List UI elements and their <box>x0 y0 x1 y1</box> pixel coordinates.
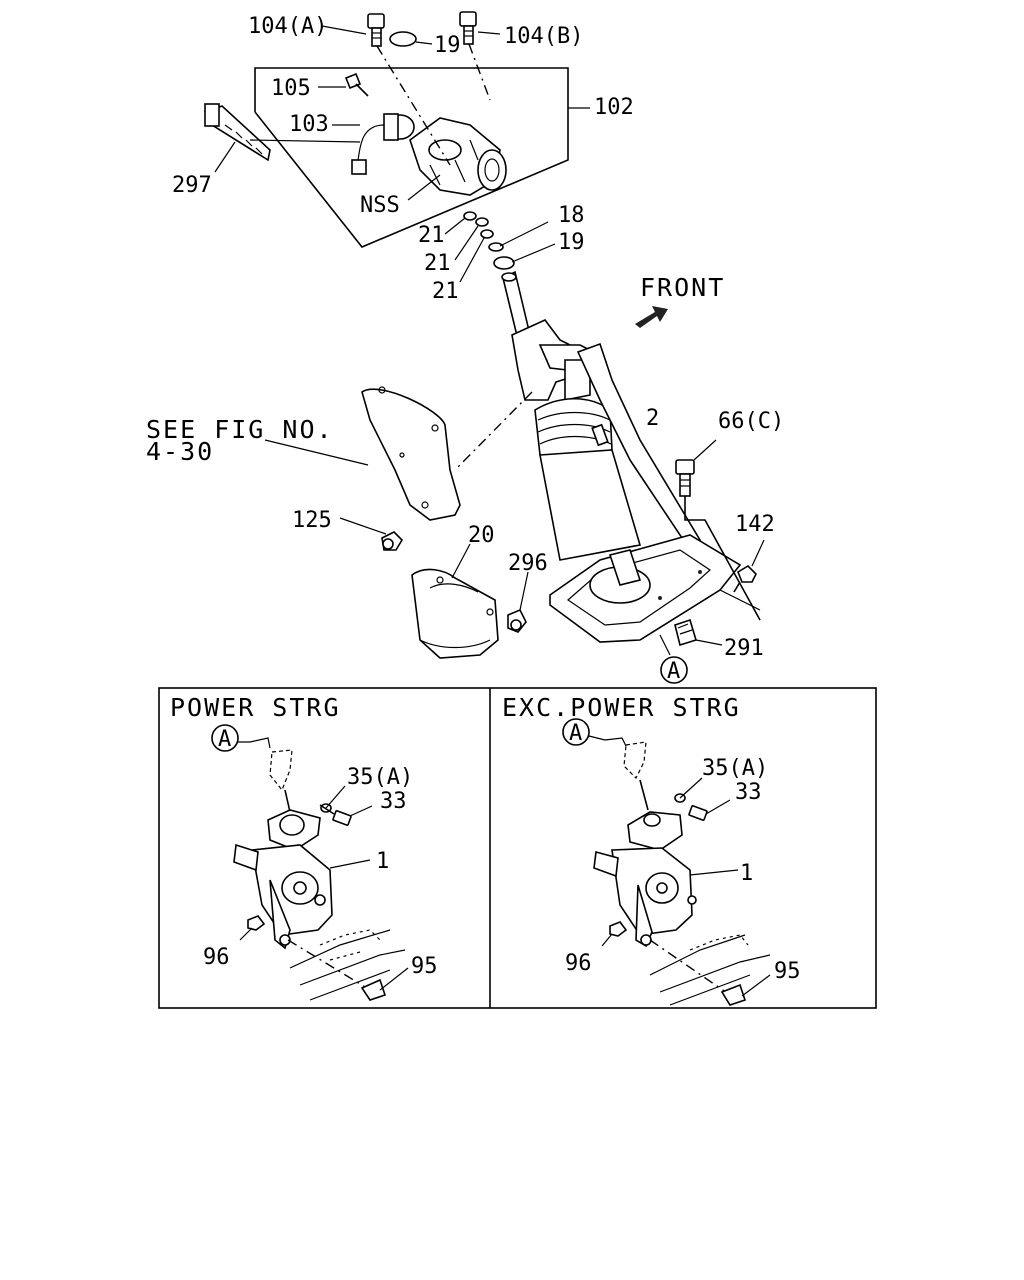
ref-a-main-label: A <box>667 659 680 684</box>
steering-lock-housing <box>409 117 507 196</box>
callout-66c: 66(C) <box>718 409 784 434</box>
clip-291 <box>674 618 723 647</box>
manual-steering-gear <box>562 718 771 1006</box>
screw-105 <box>344 72 369 97</box>
see-fig-line1: SEE FIG NO. <box>146 415 334 444</box>
panel-left-ref-a: A <box>218 727 231 752</box>
steering-column <box>454 270 742 643</box>
callout-18: 18 <box>558 203 585 228</box>
callout-19-mid: 19 <box>558 230 585 255</box>
panel-left-callout-96: 96 <box>203 945 230 970</box>
panel-left-title: POWER STRG <box>170 693 341 722</box>
callout-21-a: 21 <box>418 223 445 248</box>
bolt-66c <box>675 439 761 621</box>
panel-right-callout-1: 1 <box>740 861 753 886</box>
washer-18 <box>488 242 504 252</box>
callout-21-c: 21 <box>432 279 459 304</box>
panel-right-ref-a: A <box>569 721 582 746</box>
bolt-104a <box>367 13 451 166</box>
panel-left-callout-1: 1 <box>376 849 389 874</box>
callout-103: 103 <box>289 112 329 137</box>
callout-105: 105 <box>271 76 311 101</box>
washer-21-a <box>463 211 477 221</box>
front-arrow-icon <box>635 306 668 328</box>
callout-20: 20 <box>468 523 495 548</box>
callout-102: 102 <box>594 95 634 120</box>
cable-band-297 <box>203 103 271 162</box>
front-label: FRONT <box>640 273 725 302</box>
callout-291: 291 <box>724 636 764 661</box>
panel-right-callout-96: 96 <box>565 951 592 976</box>
column-cover-bracket <box>264 386 461 521</box>
panel-right-callout-95: 95 <box>774 959 801 984</box>
callout-2: 2 <box>646 406 659 431</box>
panel-right-callout-35a: 35(A) <box>702 756 768 781</box>
ring-19-top <box>389 31 417 47</box>
callout-296: 296 <box>508 551 548 576</box>
callout-21-b: 21 <box>424 251 451 276</box>
callout-125: 125 <box>292 508 332 533</box>
screw-142 <box>719 539 765 611</box>
switch-lock-group <box>203 11 590 283</box>
panel-left-callout-35a: 35(A) <box>347 765 413 790</box>
bolt-104b <box>459 11 491 101</box>
cover-20 <box>411 543 499 659</box>
panels-frame <box>158 687 877 1009</box>
callout-297: 297 <box>172 173 212 198</box>
ignition-switch <box>351 113 415 175</box>
callout-104a: 104(A) <box>248 14 327 39</box>
ref-circle-a-main <box>659 634 688 684</box>
ring-19-mid <box>493 256 515 270</box>
panel-right-title: EXC.POWER STRG <box>502 693 741 722</box>
washer-21-b <box>475 217 489 227</box>
callout-19-top: 19 <box>434 33 461 58</box>
panel-right-callout-33: 33 <box>735 780 762 805</box>
callout-nss: NSS <box>360 193 400 218</box>
power-steering-gear <box>211 724 409 1001</box>
washer-21-c <box>480 229 494 239</box>
clip-296 <box>507 571 529 633</box>
panel-left-callout-95: 95 <box>411 954 438 979</box>
see-fig-line2: 4-30 <box>146 437 214 466</box>
panel-left-callout-33: 33 <box>380 789 407 814</box>
callout-142: 142 <box>735 512 775 537</box>
callout-104b: 104(B) <box>504 24 583 49</box>
clip-125 <box>339 517 404 551</box>
